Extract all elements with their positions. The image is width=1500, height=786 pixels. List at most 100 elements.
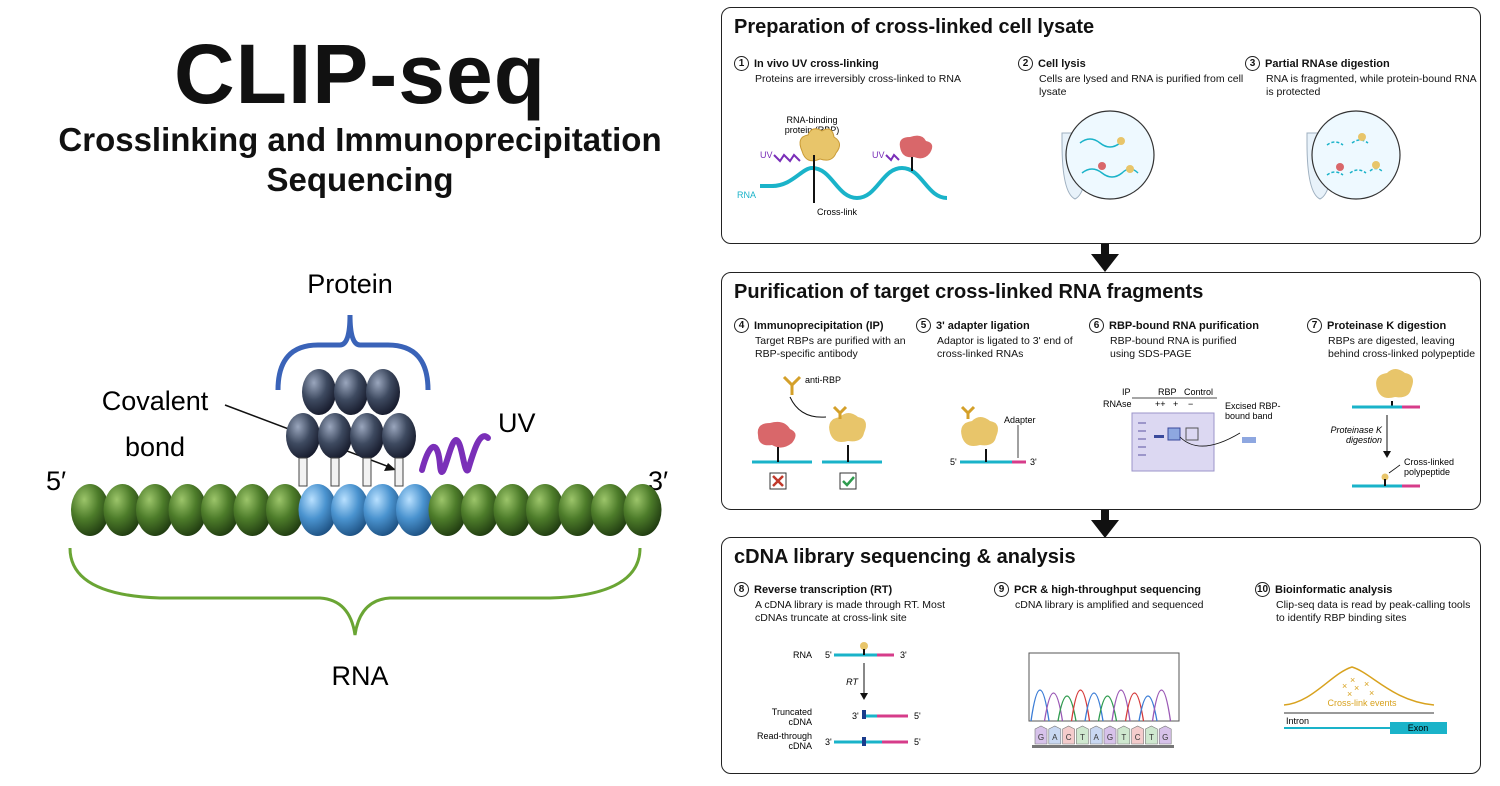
- sequence-base: G: [1038, 733, 1044, 742]
- sequence-base: G: [1107, 733, 1113, 742]
- digest-rbp-2: [1336, 163, 1344, 171]
- left-half: CLIP-seq Crosslinking and Immunoprecipit…: [0, 0, 720, 786]
- step-title: Proteinase K digestion: [1327, 319, 1447, 332]
- gel-plusplus-label: ++: [1155, 399, 1166, 409]
- rt-three-1: 3': [900, 650, 907, 660]
- crosslink-events-label: Cross-link events: [1327, 698, 1397, 708]
- protein-bead: [350, 413, 384, 459]
- covalent-link: [298, 457, 308, 487]
- protein-bead: [366, 369, 400, 415]
- gel-minus-label: −: [1188, 399, 1193, 409]
- chromatogram-peak: [1043, 692, 1064, 722]
- protein-bead: [302, 369, 336, 415]
- ip-arrow: [789, 396, 827, 418]
- check-icon-box: [839, 472, 857, 490]
- rt-three-2: 3': [852, 711, 859, 721]
- rna-bead-bound: [363, 484, 402, 536]
- panel-2-illustration: anti-RBP Adapter 5' 3' IP RBP Control RN…: [752, 369, 1454, 490]
- protein-bead: [286, 413, 320, 459]
- chromatogram-peak: [1070, 689, 1091, 722]
- rt-five-2: 5': [914, 711, 921, 721]
- chromatogram-frame: [1028, 652, 1180, 722]
- sequence-tile: [1158, 725, 1172, 745]
- panel-cross-linked-lysate: Preparation of cross-linked cell lysate …: [721, 7, 1481, 244]
- lysate-circle: [1065, 110, 1155, 200]
- sequence-tile: [1103, 725, 1117, 745]
- step-number: 8: [734, 582, 749, 597]
- sequence-tile: [1131, 725, 1144, 745]
- digest-rna-1: [1326, 139, 1369, 146]
- sequence-tile: [1145, 725, 1158, 745]
- panel-purification: Purification of target cross-linked RNA …: [721, 272, 1481, 510]
- step-description: RBP-bound RNA is purified using SDS-PAGE: [1110, 335, 1237, 360]
- rt-arrowhead: [860, 693, 868, 700]
- rna-bead: [591, 484, 629, 536]
- rbp-tan-blob: [829, 413, 866, 442]
- step-title: Bioinformatic analysis: [1275, 583, 1393, 596]
- five-prime-label-2: 5': [950, 457, 957, 467]
- step-title: Reverse transcription (RT): [754, 583, 893, 596]
- rna-wave: [771, 165, 948, 201]
- chromatogram-peaks: [1030, 689, 1172, 722]
- sequence-tile: [1076, 725, 1089, 745]
- step-description: Target RBPs are purified with an RBP-spe…: [755, 335, 906, 360]
- sequence-base: T: [1121, 733, 1126, 742]
- cross-icon: [772, 475, 784, 487]
- step-description: Cells are lysed and RNA is purified from…: [1039, 73, 1244, 98]
- step-number: 7: [1307, 318, 1322, 333]
- subtitle-line-1: Crosslinking and Immunoprecipitation: [58, 121, 662, 158]
- gel-rnase-label: RNAse: [1103, 399, 1132, 409]
- antibody-icon: [782, 375, 802, 395]
- rt-five-1: 5': [825, 650, 832, 660]
- step-title: PCR & high-throughput sequencing: [1014, 583, 1201, 596]
- covalent-bond-label-1: Covalent: [102, 386, 209, 416]
- excised-label: Excised RBP-bound band: [1225, 401, 1281, 421]
- step-description: Proteins are irreversibly cross-linked t…: [755, 73, 961, 85]
- adapter-label: Adapter: [1004, 415, 1036, 425]
- excised-band-icon: [1242, 437, 1256, 443]
- sequence-base: C: [1135, 733, 1141, 742]
- rna-bead-bound: [396, 484, 434, 536]
- rbp-blob-2: [899, 135, 933, 159]
- protein-bead: [318, 413, 352, 459]
- adapter-antibody-icon: [960, 405, 976, 419]
- polypeptide-dot: [1381, 473, 1389, 481]
- step-number: 2: [1018, 56, 1033, 71]
- uv-label-1: UV: [760, 150, 773, 160]
- gel-band-excised: [1167, 427, 1181, 441]
- sequence-tile: [1089, 725, 1103, 745]
- rbp-tan-blob-2: [961, 417, 998, 446]
- proteinase-arrowhead: [1383, 451, 1391, 458]
- svg-text:×: ×: [1342, 681, 1347, 691]
- rna-bead: [71, 484, 109, 536]
- antibody-bound-icon: [832, 405, 848, 419]
- rbp-blob: [799, 128, 840, 162]
- crosslink-event-marks: ××××××: [1342, 675, 1374, 699]
- uv-zigzag-icon-2: [885, 153, 900, 162]
- three-prime-label-2: 3': [1030, 457, 1037, 467]
- sequence-baseline: [1032, 745, 1174, 748]
- step-2: 2 Cell lysis Cells are lysed and RNA is p…: [1018, 56, 1258, 99]
- polypeptide-pointer: [1388, 464, 1401, 474]
- covalent-link: [394, 457, 404, 487]
- digest-rbp-3: [1372, 161, 1380, 169]
- readthrough-mark: [862, 737, 866, 746]
- step-description: RBPs are digested, leaving behind cross-…: [1328, 335, 1476, 360]
- digest-circle: [1311, 110, 1401, 200]
- step-number: 5: [916, 318, 931, 333]
- step-title: Immunoprecipitation (IP): [754, 319, 884, 332]
- svg-text:×: ×: [1354, 683, 1359, 693]
- gel-control-label: Control: [1184, 387, 1213, 397]
- step-title: Cell lysis: [1038, 57, 1086, 70]
- protein-bead: [334, 369, 368, 415]
- step-number: 6: [1089, 318, 1104, 333]
- rna-bead-bound: [298, 484, 337, 536]
- sequence-base: A: [1052, 733, 1058, 742]
- gel-band-1: [1154, 435, 1164, 438]
- digest-rbp-1: [1358, 133, 1366, 141]
